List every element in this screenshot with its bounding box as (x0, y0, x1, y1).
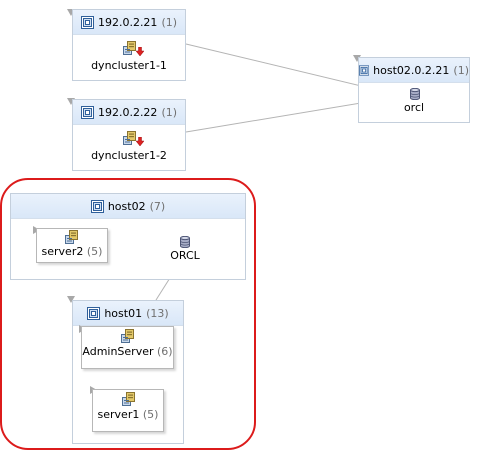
server-icon (123, 131, 137, 145)
status-down-icon (136, 137, 144, 146)
host-icon (81, 106, 94, 119)
node-title: 192.0.2.21 (97, 15, 158, 29)
node-title: 192.0.2.22 (97, 105, 158, 119)
server-label: server1 (97, 408, 140, 421)
server-count: (5) (142, 408, 159, 421)
node-count: (1) (453, 63, 469, 77)
server-label[interactable]: dyncluster1-1 (91, 59, 167, 72)
node-header: 192.0.2.21 (1) (73, 10, 185, 35)
node-count: (7) (149, 199, 166, 213)
node-count: (1) (161, 15, 178, 29)
server-label: server2 (41, 245, 84, 258)
status-down-icon (136, 47, 144, 56)
node-header: host02 (7) (11, 194, 245, 219)
server-icon (123, 41, 137, 55)
host-node-host02-0-2-21[interactable]: host02.0.2.21 (1) orcl (358, 57, 470, 123)
collapse-arrow[interactable] (353, 55, 361, 62)
server-count: (5) (86, 245, 103, 258)
server-label[interactable]: dyncluster1-2 (91, 149, 167, 162)
collapse-arrow[interactable] (67, 98, 75, 105)
host-node-192-0-2-22[interactable]: 192.0.2.22 (1) dyncluster1-2 (72, 99, 186, 171)
server-count: (6) (157, 345, 173, 358)
node-header: host02.0.2.21 (1) (359, 58, 469, 83)
highlight-outline (0, 178, 256, 450)
node-count: (1) (161, 105, 178, 119)
collapse-arrow[interactable] (67, 296, 75, 303)
node-title: host01 (104, 306, 143, 320)
node-header: host01 (13) (73, 301, 183, 326)
host-node-192-0-2-21[interactable]: 192.0.2.21 (1) dyncluster1-1 (72, 9, 186, 81)
server-box-adminserver[interactable]: AdminServer (6) (81, 326, 174, 369)
server-label: AdminServer (82, 345, 154, 358)
server-box-server2[interactable]: server2 (5) (36, 228, 108, 263)
host-node-host01[interactable]: host01 (13) (72, 300, 184, 444)
database-icon (410, 88, 420, 100)
host-icon (359, 64, 369, 77)
node-title: host02 (107, 199, 146, 213)
host-icon (81, 16, 94, 29)
node-title: host02.0.2.21 (373, 63, 450, 77)
database-label[interactable]: ORCL (170, 249, 200, 262)
collapse-arrow[interactable] (67, 9, 75, 16)
node-count: (13) (146, 306, 169, 320)
server-box-server1[interactable]: server1 (5) (92, 389, 164, 432)
database-label[interactable]: orcl (403, 101, 425, 114)
node-header: 192.0.2.22 (1) (73, 100, 185, 125)
